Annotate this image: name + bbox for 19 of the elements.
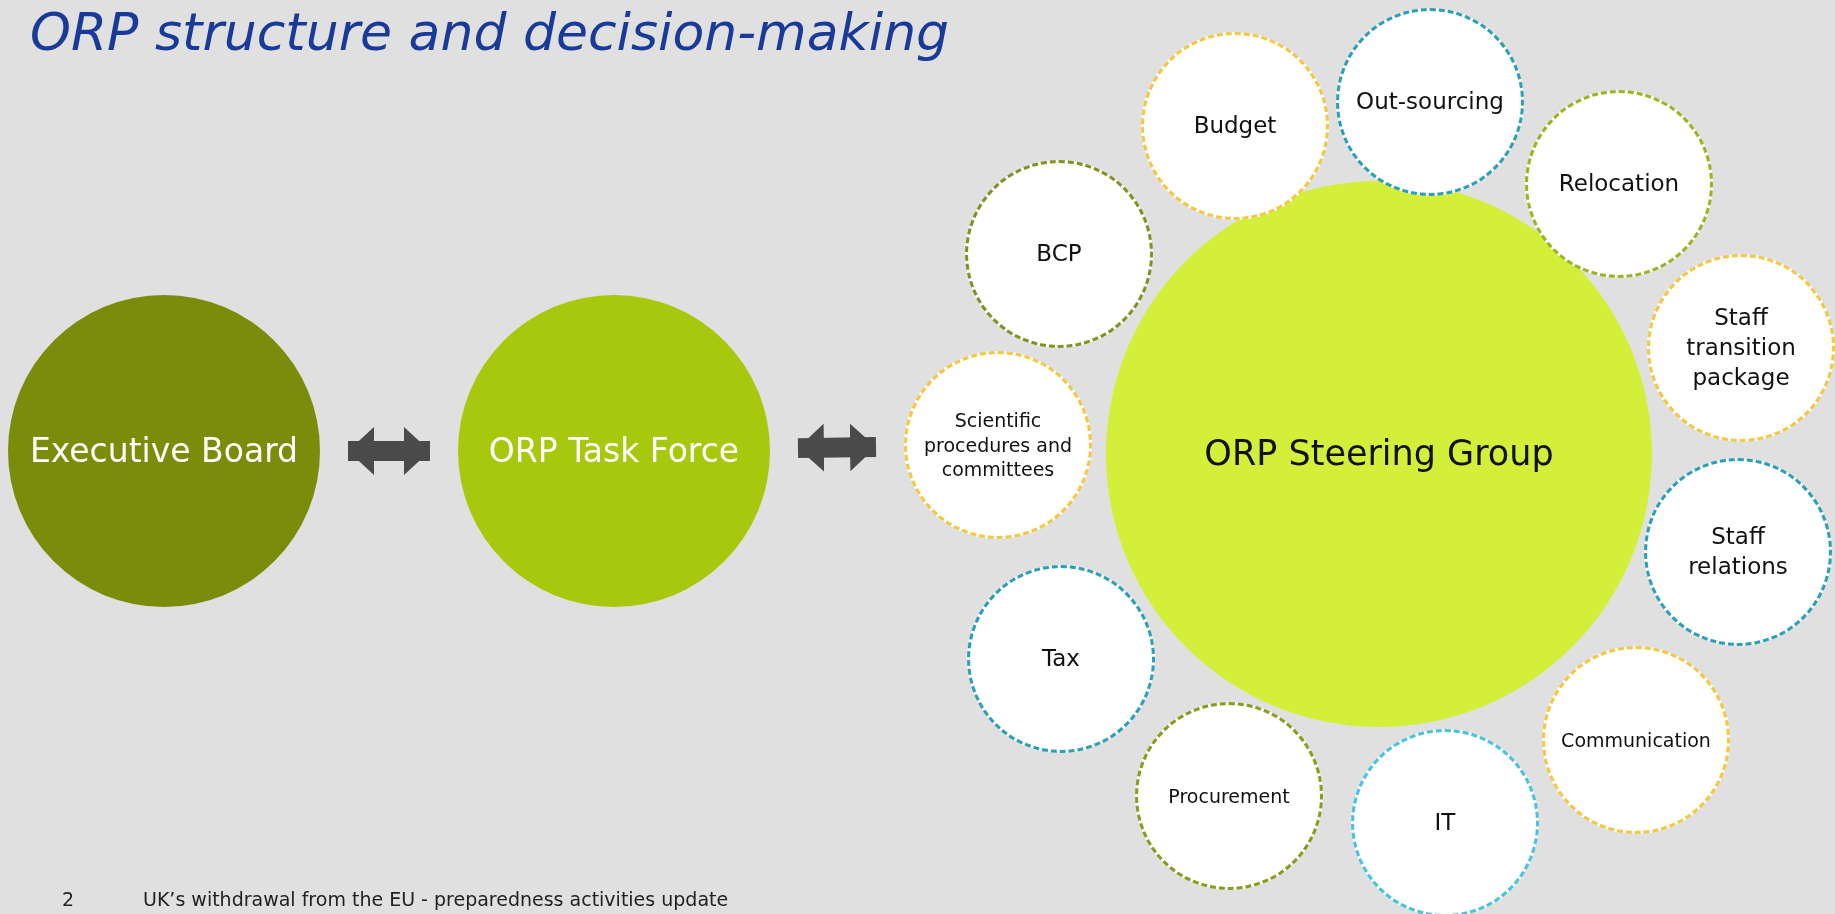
node-label: ORP Task Force (488, 429, 740, 472)
double-arrow (797, 423, 877, 472)
node-label: Budget (1193, 111, 1277, 141)
node-label: Tax (1042, 644, 1080, 674)
slide-title: ORP structure and decision-making (30, 2, 950, 62)
node-label: Scientific procedures and committees (922, 407, 1074, 483)
node-label: Relocation (1558, 169, 1680, 199)
node-label: Procurement (1168, 783, 1290, 809)
node-label: Out-sourcing (1356, 87, 1504, 117)
node-label: Communication (1561, 727, 1711, 753)
node-label: Staff relations (1687, 522, 1789, 581)
node-label: Executive Board (29, 429, 299, 472)
page-number: 2 (62, 888, 75, 910)
node-label: ORP Steering Group (1204, 432, 1554, 476)
node-label: BCP (1036, 239, 1082, 269)
node-label: IT (1434, 808, 1456, 838)
node-label: Staff transition package (1685, 303, 1797, 392)
double-arrow (348, 427, 430, 475)
footer-text: UK’s withdrawal from the EU - preparedness activities update (143, 888, 729, 910)
